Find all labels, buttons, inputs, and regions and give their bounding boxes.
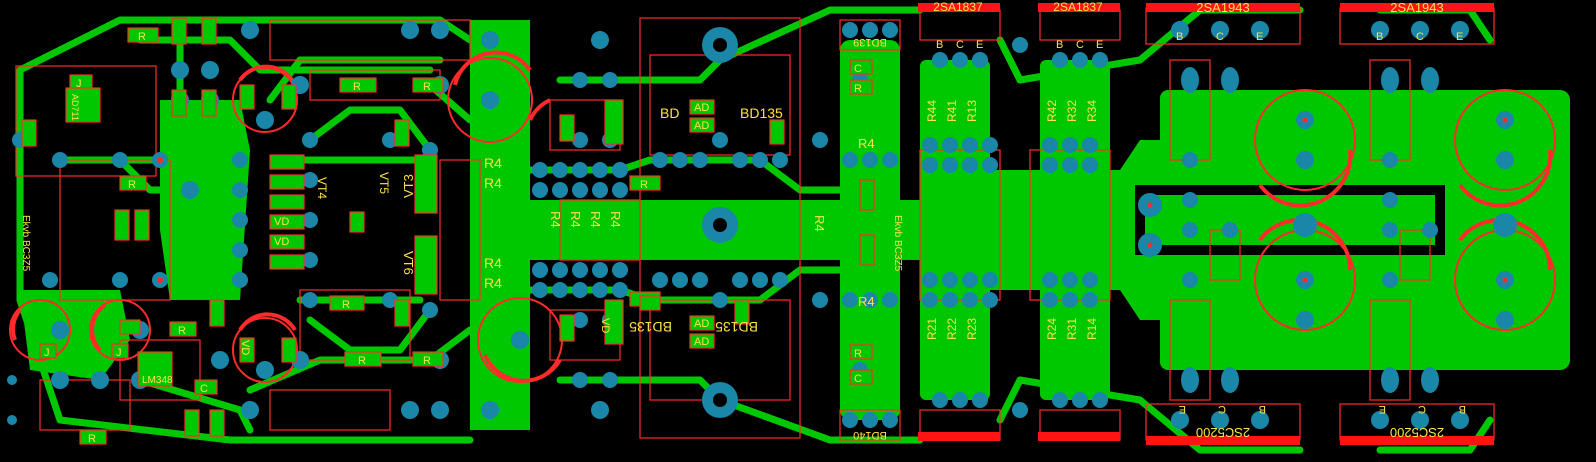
bd-left-top-label: BD [660,105,679,121]
r-label-6: R [640,179,648,191]
q6-pin-b: B [1459,403,1466,415]
r4-label-6: R4 [568,211,583,228]
opamp2-label: LM348 [142,375,173,386]
vt4-label: VT4 [315,177,329,199]
q3-pin-c: C [1216,31,1224,43]
r14-label: R14 [1085,318,1099,340]
r-label-12: R [854,83,862,95]
bd140-label: BD140 [853,429,887,441]
r4-label-10: R4 [858,136,875,151]
r41-label: R41 [945,100,959,122]
q3-pin-e: E [1256,31,1263,43]
q3-top-label: 2SA1943 [1196,0,1250,15]
r22-label: R22 [945,318,959,340]
r23-label: R23 [965,318,979,340]
r4-label-8: R4 [608,211,623,228]
r-label-7: R [128,179,136,191]
resistor-bodies [21,17,875,445]
vd-label-4: VD [239,340,251,355]
j-label-1: J [44,347,50,359]
ground-channel [1135,185,1445,255]
bd135-bottom-label: BD135 [715,319,758,335]
r-label-11: R [854,348,862,360]
vd-label-3: VD [274,236,289,248]
transistor-bars [918,3,1494,445]
c-label-3: C [200,383,208,395]
q1-top-label: 2SA1837 [933,0,983,14]
j-label-2: J [116,347,122,359]
ad-label-3: AD [694,318,709,330]
q3-pin-b: B [1176,31,1183,43]
q5-pin-b: B [1259,403,1266,415]
q5-pin-e: E [1179,403,1186,415]
r-label-10: R [342,299,350,311]
ad-label-2: AD [694,120,709,132]
q2-pin-c: C [1076,39,1084,51]
c-label-2: C [854,373,862,385]
r-label-4: R [358,355,366,367]
q1-pin-c: C [956,39,964,51]
q5-bottom-label: 2SC5200 [1196,425,1250,440]
r24-label: R24 [1045,318,1059,340]
q6-pin-e: E [1379,403,1386,415]
bd135-top-label: BD135 [740,105,783,121]
r4-label-5: R4 [548,211,563,228]
r4-label-9: R4 [812,215,827,232]
q4-pin-e: E [1456,31,1463,43]
ad-label-4: AD [694,336,709,348]
c-label-1: C [854,63,862,75]
r21-label: R21 [925,318,939,340]
r42-label: R42 [1045,100,1059,122]
r-label-3: R [423,81,431,93]
r4-label-3: R4 [484,255,502,271]
vd-label-1: VD [599,318,611,333]
r4-label-4: R4 [484,275,502,291]
q4-pin-c: C [1416,31,1424,43]
r4-label-11: R4 [858,294,875,309]
q4-pin-b: B [1376,31,1383,43]
q2-top-label: 2SA1837 [1053,0,1103,14]
q2-pin-e: E [1096,39,1103,51]
r34-label: R34 [1085,100,1099,122]
ekv-label-left: Ekvb BC3Z5 [20,215,31,272]
r-label-9: R [88,433,96,445]
r-label-8: R [178,325,186,337]
r4-label-7: R4 [588,211,603,228]
bd139-label: BD139 [853,36,887,48]
ad-label-1: AD [694,102,709,114]
r-label-1: R [138,31,146,43]
ic-packages [65,87,173,387]
j-label-3: J [76,78,82,90]
r-label-2: R [353,81,361,93]
q6-pin-c: C [1418,403,1426,415]
labels: 2SA1837 2SA1837 2SA1943 2SA1943 B C E B … [20,0,1466,445]
r44-label: R44 [925,100,939,122]
r31-label: R31 [1065,318,1079,340]
vt5-label: VT5 [377,172,391,194]
silkscreen-outlines [15,7,1495,441]
q1-pin-b: B [936,39,943,51]
q6-bottom-label: 2SC5200 [1390,425,1444,440]
q1-pin-e: E [976,39,983,51]
opamp1-label: AD711 [70,94,80,121]
r4-label-1: R4 [484,155,502,171]
pad-holes [157,117,1508,283]
bd-left-bottom-label: BD135 [629,319,672,335]
r13-label: R13 [965,100,979,122]
q5-pin-c: C [1218,403,1226,415]
r4-label-2: R4 [484,175,502,191]
q2-pin-b: B [1056,39,1063,51]
vd-label-2: VD [274,216,289,228]
q4-top-label: 2SA1943 [1390,0,1444,15]
r-label-5: R [423,355,431,367]
ekv-label-right: Ekvb BC3Z5 [892,215,903,272]
vt6-label: VT6 [401,251,416,275]
vt3-label: VT3 [401,174,416,198]
r32-label: R32 [1065,100,1079,122]
